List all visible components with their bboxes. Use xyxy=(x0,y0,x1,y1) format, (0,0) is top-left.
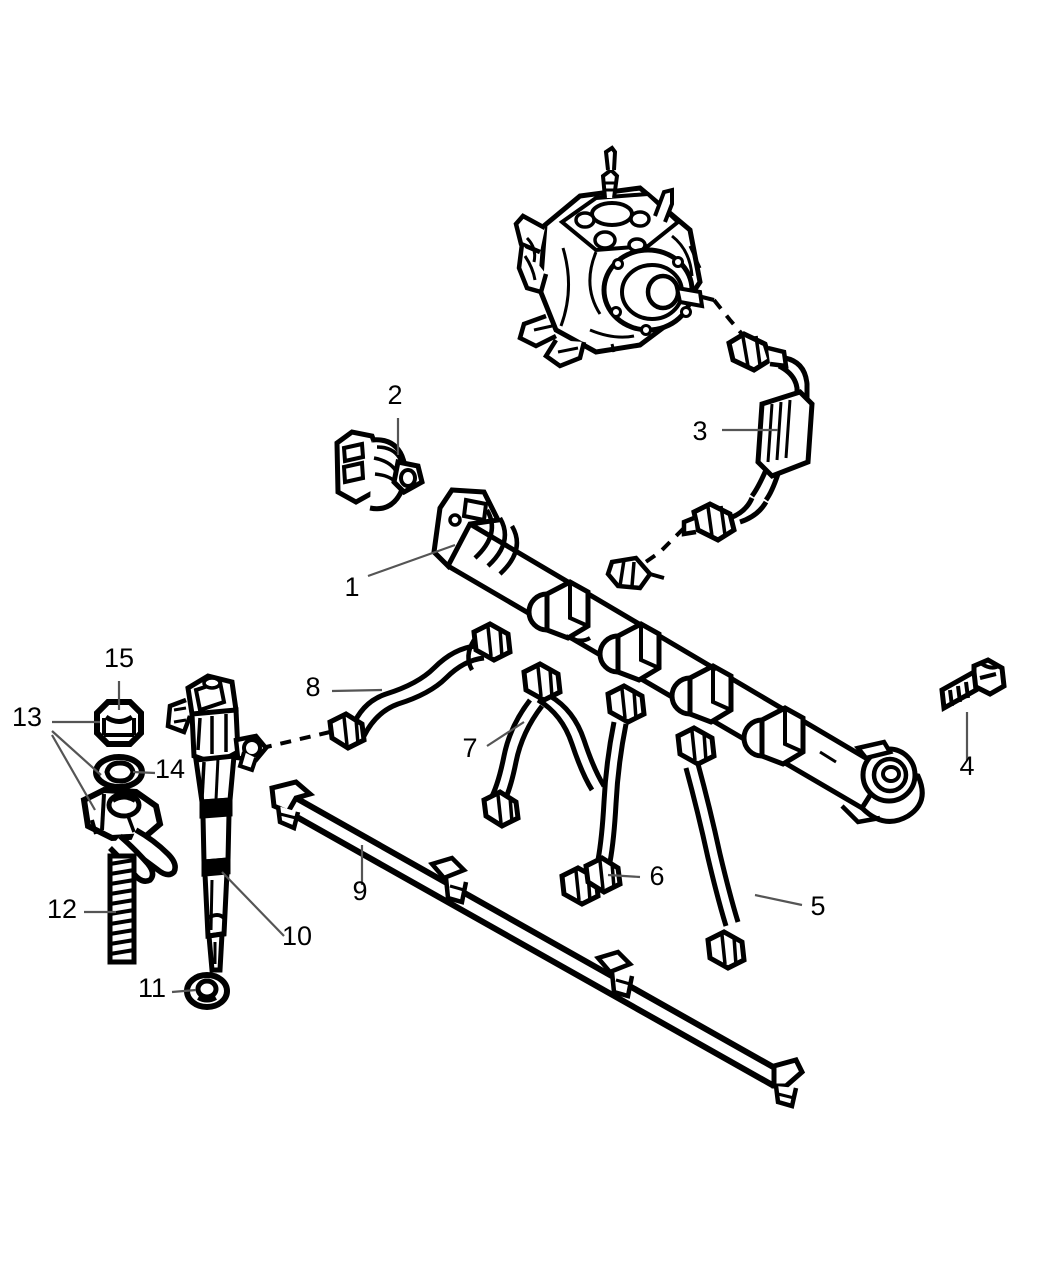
hex-head-bolt xyxy=(939,657,1007,713)
rail-outlet-port xyxy=(669,663,734,725)
injector-hold-down-washer xyxy=(93,754,145,790)
common-rail xyxy=(431,487,925,825)
pump-to-rail-high-pressure-line xyxy=(638,298,815,568)
leader-line-10 xyxy=(221,871,285,937)
leader-line-5 xyxy=(754,893,803,907)
leader-line-7 xyxy=(486,721,525,747)
callout-number-7: 7 xyxy=(462,733,477,763)
callout-number-6: 6 xyxy=(649,861,664,891)
callout-leader-lines xyxy=(51,418,969,994)
callout-number-10: 10 xyxy=(282,921,312,951)
leader-line-8 xyxy=(331,688,383,693)
leader-line-1 xyxy=(367,543,456,578)
callout-number-8: 8 xyxy=(305,672,320,702)
rail-outlet-port xyxy=(597,621,662,683)
leader-line-13 xyxy=(51,734,96,811)
injector-line-4 xyxy=(675,725,747,971)
callout-number-14: 14 xyxy=(155,754,185,784)
fuel-pressure-sensor xyxy=(334,429,425,512)
callout-number-2: 2 xyxy=(387,380,402,410)
leader-line-6 xyxy=(607,873,641,879)
callout-number-11: 11 xyxy=(138,973,166,1003)
fuel-injector xyxy=(165,673,269,973)
callout-number-15: 15 xyxy=(104,643,134,673)
callout-number-4: 4 xyxy=(959,751,974,781)
fuel-return-rail xyxy=(269,779,806,1109)
callout-number-1: 1 xyxy=(344,572,359,602)
injector-line-2 xyxy=(481,661,607,907)
threaded-stud xyxy=(107,853,137,965)
leader-line-13 xyxy=(51,730,102,776)
injector-line-1 xyxy=(261,621,513,751)
callout-number-12: 12 xyxy=(47,894,77,924)
callout-number-3: 3 xyxy=(692,416,707,446)
rail-outlet-port xyxy=(526,579,592,643)
injector-line-3 xyxy=(583,683,647,895)
rail-outlet-port xyxy=(741,705,806,767)
callout-number-13: 13 xyxy=(12,702,42,732)
callout-number-9: 9 xyxy=(352,876,367,906)
injector-clamp xyxy=(80,786,178,884)
callout-number-5: 5 xyxy=(810,891,825,921)
high-pressure-fuel-pump xyxy=(513,145,715,369)
leader-line-14 xyxy=(132,770,156,775)
leader-line-11 xyxy=(171,988,197,994)
